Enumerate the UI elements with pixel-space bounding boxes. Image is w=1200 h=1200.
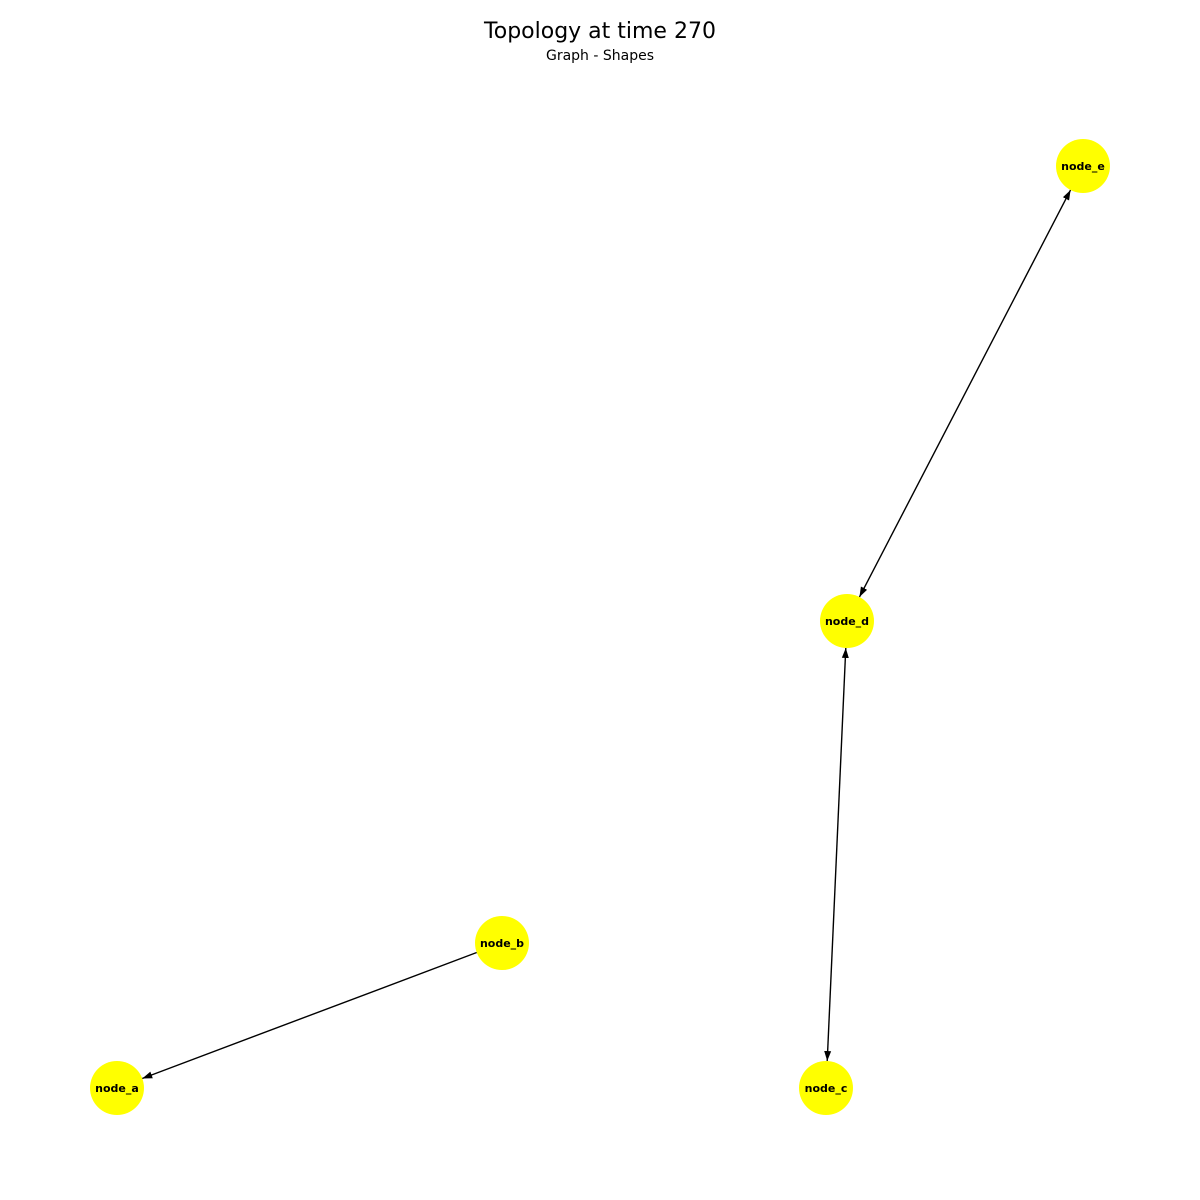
node-node_b[interactable]: node_b <box>475 916 529 970</box>
node-node_a[interactable]: node_a <box>90 1061 144 1115</box>
diagram-title: Topology at time 270 <box>484 19 716 44</box>
node-label: node_c <box>805 1082 848 1095</box>
node-circle <box>475 916 529 970</box>
node-circle <box>1056 139 1110 193</box>
edge-node_b-node_a <box>142 951 477 1080</box>
node-node_d[interactable]: node_d <box>820 594 874 648</box>
node-node_c[interactable]: node_c <box>799 1061 853 1115</box>
node-label: node_b <box>480 937 524 950</box>
node-label: node_d <box>825 615 869 628</box>
edges-layer <box>142 189 1072 1080</box>
edge-node_c-node_d <box>824 647 849 1062</box>
edge-node_d-node_e <box>858 189 1072 598</box>
node-circle <box>820 594 874 648</box>
node-label: node_e <box>1061 160 1105 173</box>
diagram-subtitle: Graph - Shapes <box>545 48 655 64</box>
node-label: node_a <box>95 1082 139 1095</box>
node-circle <box>799 1061 853 1115</box>
nodes-layer: node_a node_b node_c node_d node_e <box>90 139 1110 1115</box>
node-circle <box>90 1061 144 1115</box>
node-node_e[interactable]: node_e <box>1056 139 1110 193</box>
